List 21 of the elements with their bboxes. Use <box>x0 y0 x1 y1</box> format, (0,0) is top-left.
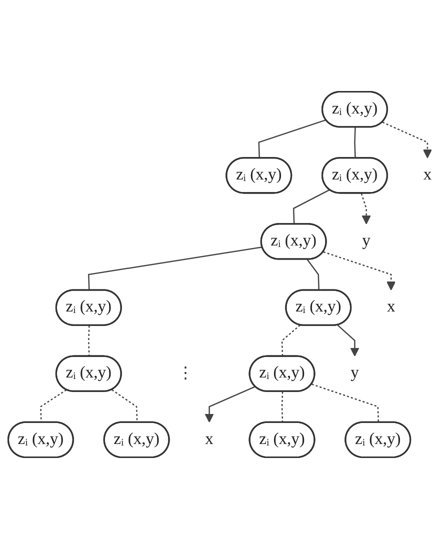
connector <box>281 392 284 423</box>
vertical-ellipsis: ⋮ <box>177 366 194 382</box>
arrow <box>204 386 256 423</box>
arrow <box>382 122 432 158</box>
node-text: x <box>205 430 214 448</box>
connector <box>88 246 263 291</box>
arrow <box>337 324 360 356</box>
connector <box>258 119 326 158</box>
connector <box>88 326 90 357</box>
connector <box>306 259 320 291</box>
connector <box>112 389 138 423</box>
node-text: y <box>350 364 359 382</box>
connector <box>312 384 380 423</box>
connector <box>281 324 300 357</box>
connector <box>292 189 330 224</box>
node-text: x <box>423 166 432 184</box>
node-text: y <box>362 232 370 250</box>
connector <box>354 127 356 158</box>
node-text: x <box>386 298 396 316</box>
arrow <box>360 193 371 224</box>
arrow <box>323 251 396 290</box>
